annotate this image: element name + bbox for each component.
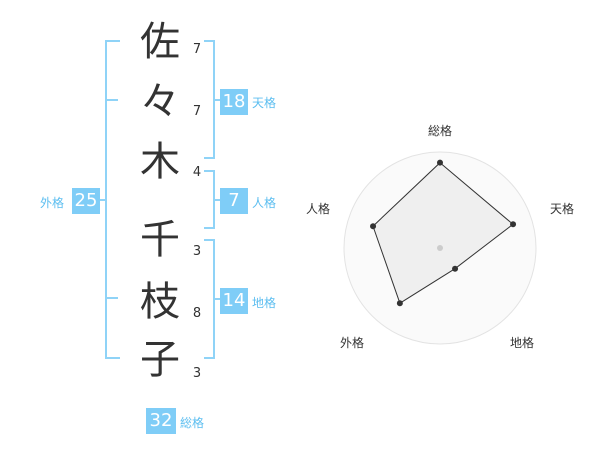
stroke-count-2: 7 (192, 104, 202, 119)
soukaku-value: 32 (146, 408, 176, 434)
tenkaku-value: 18 (220, 89, 248, 115)
stroke-count-5: 8 (192, 306, 202, 321)
chikaku-label: 地格 (252, 296, 277, 310)
name-char-5: 枝 (140, 279, 180, 325)
radar-axis-label-jinkaku: 人格 (306, 202, 331, 216)
gaikaku-value: 25 (72, 188, 100, 214)
soukaku-label: 総格 (180, 416, 205, 430)
stroke-count-6: 3 (192, 366, 202, 381)
stroke-count-1: 7 (192, 42, 202, 57)
radar-axis-label-gaikaku: 外格 (340, 336, 365, 350)
radar-point-2 (510, 221, 517, 228)
name-char-6: 子 (140, 337, 180, 383)
radar-center-dot (437, 245, 443, 251)
name-char-2: 々 (140, 79, 180, 125)
jinkaku-value: 7 (220, 188, 248, 214)
tenkaku-label: 天格 (252, 96, 277, 110)
radar-axis-label-tenkaku: 天格 (550, 202, 575, 216)
gaikaku-label: 外格 (40, 196, 65, 210)
chikaku-value: 14 (220, 288, 248, 314)
name-char-1: 佐 (140, 19, 180, 65)
radar-axis-label-soukaku: 総格 (428, 124, 453, 138)
radar-point-1 (437, 159, 443, 166)
stroke-count-4: 3 (192, 244, 202, 259)
jinkaku-label: 人格 (252, 196, 277, 210)
radar-axis-label-chikaku: 地格 (510, 336, 535, 350)
radar-point-4 (396, 300, 403, 307)
name-char-3: 木 (140, 139, 180, 185)
name-char-4: 千 (140, 217, 180, 263)
radar-point-3 (452, 265, 459, 272)
stroke-count-3: 4 (192, 165, 202, 180)
radar-value-polygon (372, 162, 514, 304)
radar-point-5 (370, 223, 377, 230)
